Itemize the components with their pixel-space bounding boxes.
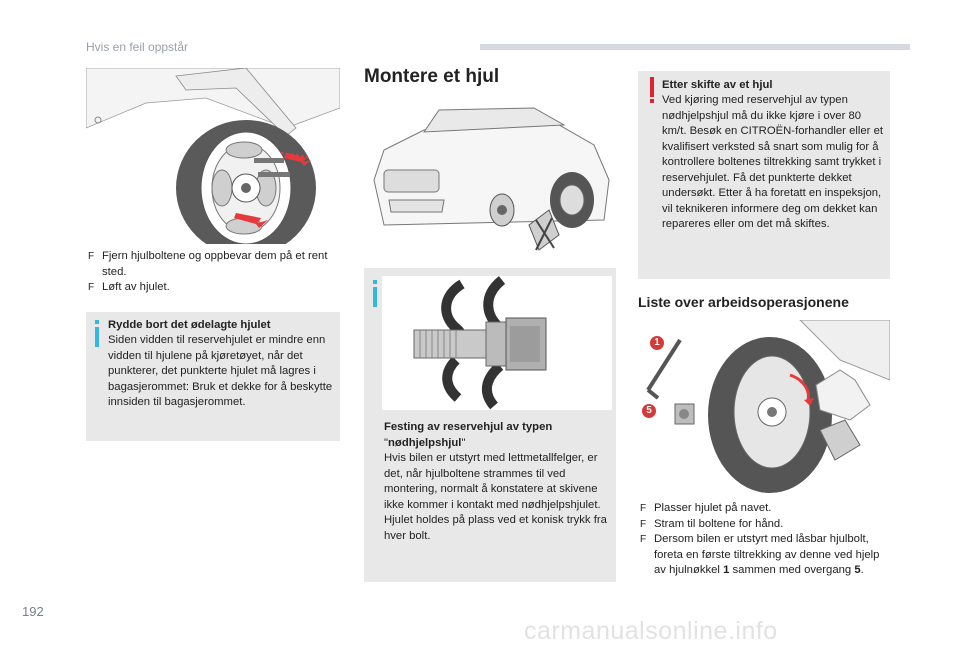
callout-1: 1	[650, 336, 664, 350]
info-box-damaged-wheel: Rydde bort det ødelagte hjulet Siden vid…	[86, 312, 340, 441]
callout-5: 5	[642, 404, 656, 418]
info-box-title-line1: Festing av reservehjul av typen	[384, 421, 553, 433]
warning-box-body: Ved kjøring med reservehjul av typen nød…	[662, 94, 883, 230]
warning-box-after-change: Etter skifte av et hjul Ved kjøring med …	[638, 71, 890, 279]
wheel-tools-drawing	[646, 319, 891, 493]
bolt-drawing	[413, 276, 547, 410]
warning-box-title: Etter skifte av et hjul	[662, 79, 773, 91]
adapter-number-5: 5	[854, 564, 861, 576]
callout-5-label: 5	[646, 405, 652, 416]
warning-icon-bar	[650, 77, 654, 97]
right-step-1-text: Plasser hjulet på navet.	[654, 502, 772, 514]
car-jack-illustration	[364, 100, 616, 260]
info-box-body: Hvis bilen er utstyrt med lettmetallfelg…	[384, 452, 607, 542]
header-bar	[480, 44, 910, 50]
section-title-mount-wheel: Montere et hjul	[364, 66, 500, 87]
info-box-spare-wheel: Festing av reservehjul av typen "nødhjel…	[364, 268, 616, 582]
right-steps-list: F Plasser hjulet på navet. F Stram til bol…	[640, 501, 892, 579]
info-box-body: Siden vidden til reservehjulet er mindre…	[108, 334, 333, 408]
header-title: Hvis en feil oppstår	[86, 40, 189, 54]
right-step-3-text-c: .	[860, 564, 864, 576]
warning-icon-dot	[650, 99, 654, 103]
right-step-2: F Stram til boltene for hånd.	[640, 517, 892, 533]
key-number-1: 1	[723, 564, 730, 576]
info-icon-dot	[95, 320, 99, 324]
info-icon-bar	[95, 327, 99, 347]
info-icon-dot	[373, 280, 377, 284]
left-step-2-text: Løft av hjulet.	[102, 281, 170, 293]
bullet-marker: F	[88, 251, 95, 262]
bullet-marker: F	[640, 534, 647, 545]
left-step-2: F Løft av hjulet.	[88, 280, 336, 296]
info-box-title: Festing av reservehjul av typen "nødhjel…	[384, 420, 610, 451]
right-step-3-text-a: Dersom bilen er utstyrt med låsbar hjulb…	[654, 533, 880, 576]
callout-1-label: 1	[654, 337, 660, 348]
bolt-illustration	[382, 276, 612, 410]
bullet-marker: F	[640, 518, 647, 530]
left-steps-list: F Fjern hjulboltene og oppbevar dem på et…	[88, 249, 336, 296]
right-step-1: F Plasser hjulet på navet.	[640, 501, 892, 517]
right-step-2-text: Stram til boltene for hånd.	[654, 517, 784, 530]
car-drawing	[373, 107, 610, 251]
right-step-3: F Dersom bilen er utstyrt med låsbar hjul…	[640, 532, 892, 579]
bullet-marker: F	[640, 503, 647, 514]
bullet-marker: F	[88, 282, 95, 293]
left-step-1: F Fjern hjulboltene og oppbevar dem på et…	[88, 249, 336, 280]
left-step-1-text: Fjern hjulboltene og oppbevar dem på et …	[102, 250, 328, 278]
info-icon-bar	[373, 287, 377, 307]
info-box-title: Rydde bort det ødelagte hjulet	[108, 319, 271, 331]
wheel-tools-illustration: 1 5	[640, 319, 891, 494]
right-step-3-text-b: sammen med overgang	[729, 564, 855, 576]
section-title-operations: Liste over arbeidsoperasjonene	[638, 294, 849, 310]
info-box-title-line2: nødhjelpshjul	[388, 436, 462, 449]
wheel-removal-drawing	[85, 67, 341, 256]
wheel-removal-illustration	[85, 67, 341, 256]
watermark: carmanualsonline.info	[524, 617, 778, 645]
page-number: 192	[22, 604, 44, 619]
quote-open: "	[384, 436, 389, 449]
quote-close: "	[461, 436, 466, 449]
